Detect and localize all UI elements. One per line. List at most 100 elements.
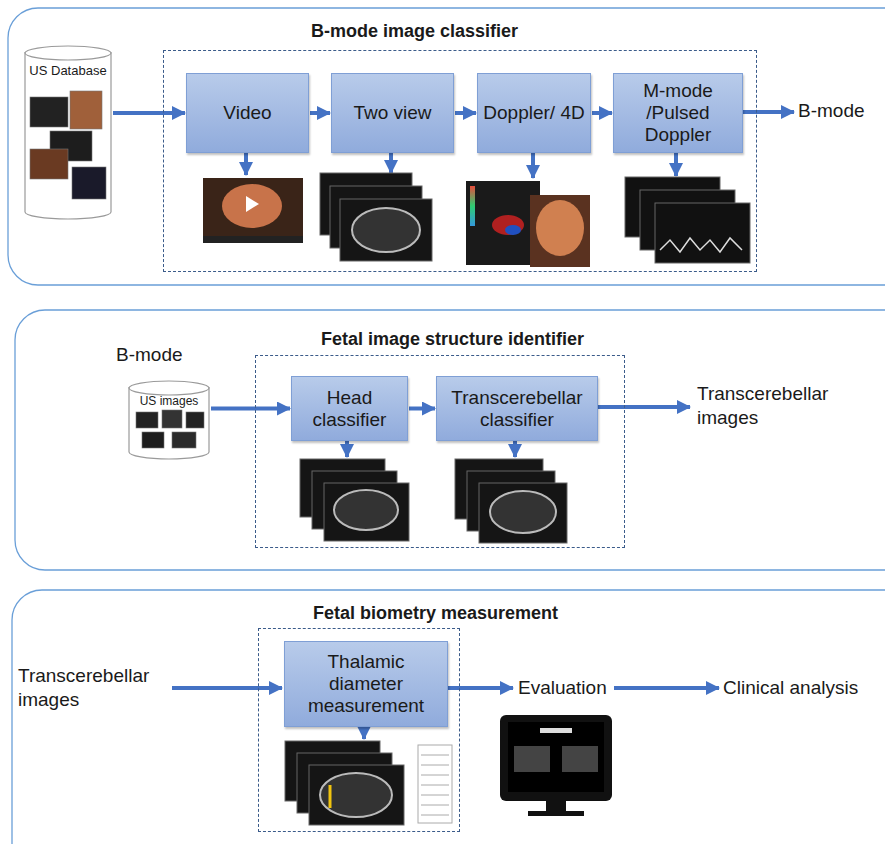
group-title: Fetal image structure identifier (321, 329, 584, 350)
result-table (421, 795, 449, 796)
ultrasound-stack (352, 208, 420, 252)
doppler-thumbnail (470, 186, 475, 226)
box-label: Thalamic diameter measurement (293, 651, 439, 717)
computer-monitor (528, 811, 584, 816)
doppler-thumbnail (492, 215, 524, 235)
video-thumbnail (203, 178, 303, 243)
video-thumbnail (246, 196, 259, 212)
doppler-thumbnail (505, 225, 521, 235)
m-mode-stack (655, 203, 750, 263)
output-label: Transcerebellar images (697, 382, 872, 430)
flow-arrow (446, 686, 513, 690)
flow-arrow (172, 686, 282, 690)
video-thumbnail (222, 184, 282, 228)
flow-arrow (113, 111, 185, 115)
doppler-thumbnail (530, 195, 590, 267)
cylinder-top (25, 46, 111, 60)
group-title: B-mode image classifier (311, 21, 518, 42)
flow-arrow (455, 111, 476, 115)
result-table (421, 785, 449, 786)
doppler-thumbnail (536, 200, 584, 256)
flow-arrow (345, 441, 349, 457)
input-label: Transcerebellar images (18, 664, 178, 712)
output-label: B-mode (798, 99, 865, 123)
flow-arrow (389, 153, 393, 173)
flow-arrow (513, 441, 517, 457)
ultrasound-stack (334, 490, 398, 530)
process-box: Thalamic diameter measurement (284, 641, 448, 727)
image-thumbnail (136, 412, 158, 428)
computer-monitor (500, 715, 612, 816)
image-cylinder: B-modeUS images (128, 380, 210, 460)
image-thumbnail (142, 432, 164, 448)
measurement-stack (320, 773, 392, 817)
flow-arrow (310, 111, 330, 115)
result-table (418, 745, 452, 823)
box-label: M-mode /Pulsed Doppler (618, 80, 738, 146)
flow-arrow (244, 153, 248, 175)
result-table (421, 755, 449, 756)
process-box: Transcerebellar classifier (436, 376, 598, 441)
measurement-stack (309, 765, 404, 825)
group-title: Fetal biometry measurement (313, 603, 558, 624)
image-thumbnail (70, 91, 102, 129)
m-mode-stack (660, 238, 742, 252)
video-thumbnail (203, 236, 303, 243)
flow-arrow (211, 407, 290, 411)
box-label: Transcerebellar classifier (441, 387, 593, 431)
panel-frame (15, 310, 885, 570)
doppler-thumbnail (466, 181, 590, 267)
result-table (421, 775, 449, 776)
flow-arrow (614, 686, 719, 690)
box-label: Doppler/ 4D (483, 102, 584, 124)
panel-frame (12, 590, 885, 844)
box-label: Two view (353, 102, 431, 124)
step-label: Evaluation (518, 676, 607, 700)
process-box: M-mode /Pulsed Doppler (613, 73, 743, 153)
computer-monitor (546, 801, 566, 811)
measurement-stack (329, 785, 332, 808)
stage-group: Fetal image structure identifierHead cla… (255, 355, 625, 548)
step-label: Clinical analysis (723, 676, 858, 700)
store-label: US Database (24, 63, 112, 78)
result-table (421, 815, 449, 816)
ultrasound-stack (340, 199, 432, 261)
computer-monitor (514, 746, 550, 772)
cylinder-top (129, 381, 209, 395)
image-thumbnail (30, 149, 68, 179)
result-table (421, 765, 449, 766)
ultrasound-stack (490, 491, 556, 533)
measurement-stack (285, 741, 404, 825)
ultrasound-stack (324, 483, 409, 541)
flow-arrow (592, 111, 612, 115)
panel-frame (8, 8, 885, 844)
box-label: Head classifier (296, 387, 403, 431)
cylinder-body (25, 52, 111, 219)
process-box: Two view (331, 73, 454, 153)
box-label: Video (223, 102, 271, 124)
store-label: US images (128, 394, 210, 408)
video-thumbnail (203, 178, 303, 243)
panel-frame (8, 8, 885, 285)
database-cylinder: US Database (24, 45, 112, 220)
process-box: Head classifier (291, 376, 408, 441)
result-table (418, 745, 452, 823)
doppler-thumbnail (466, 181, 540, 265)
image-thumbnail (186, 412, 204, 428)
stage-group: B-mode image classifierVideoTwo viewDopp… (163, 50, 757, 272)
cylinder-body (129, 387, 209, 459)
image-thumbnail (162, 410, 182, 428)
process-box: Video (186, 73, 309, 153)
process-box: Doppler/ 4D (477, 73, 591, 153)
ultrasound-stack (320, 173, 432, 261)
computer-monitor (508, 722, 604, 792)
image-thumbnail (72, 167, 106, 199)
image-thumbnail (172, 432, 196, 448)
cylinder-shape (128, 380, 210, 460)
flow-arrow (674, 153, 678, 176)
stage-group: Fetal biometry measurementThalamic diame… (258, 628, 460, 832)
ultrasound-stack (300, 459, 567, 543)
image-thumbnail (30, 97, 68, 127)
result-table (421, 805, 449, 806)
